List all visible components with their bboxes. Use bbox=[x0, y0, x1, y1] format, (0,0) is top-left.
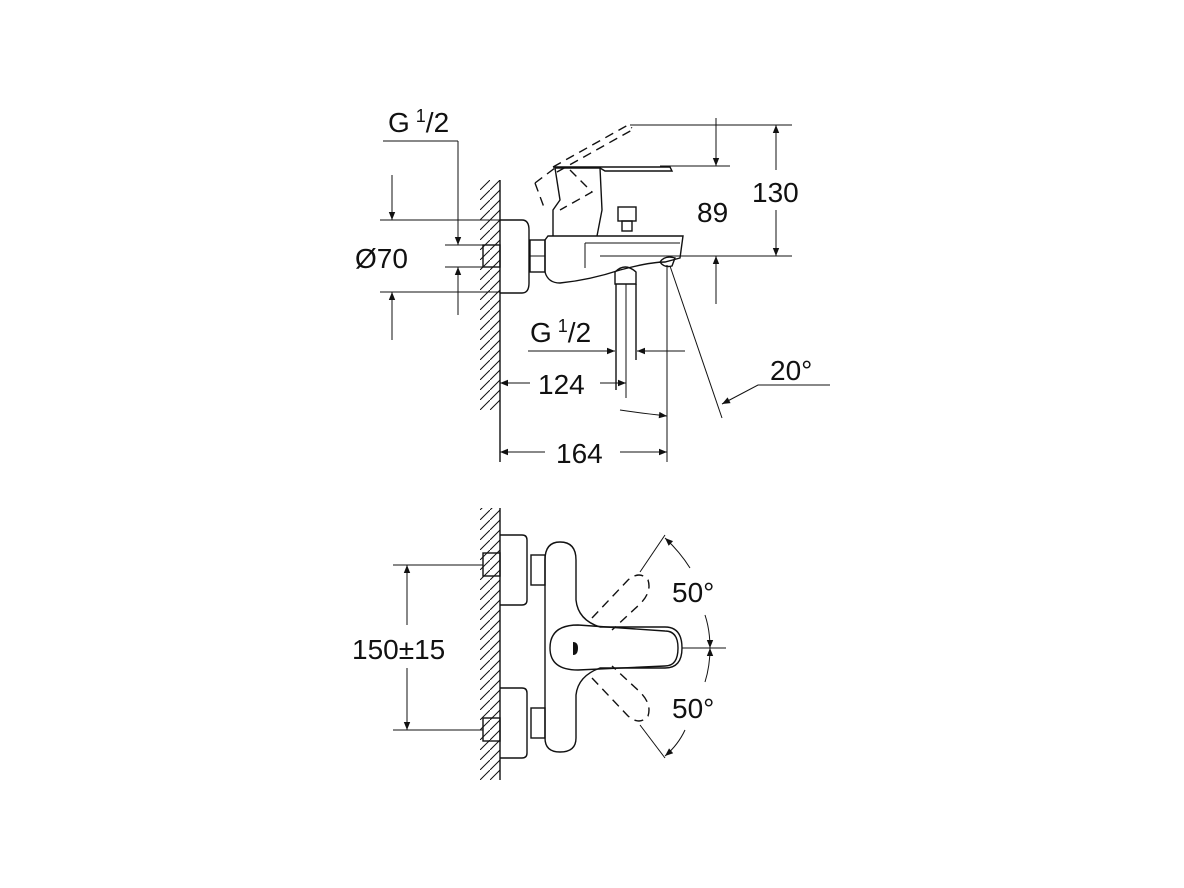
nut-bottom bbox=[530, 707, 546, 739]
wall-flange bbox=[500, 219, 530, 294]
angle-up-label: 50° bbox=[672, 577, 714, 608]
hose-connector bbox=[614, 266, 637, 285]
wall-hatching bbox=[480, 180, 500, 410]
diameter-label: Ø70 bbox=[355, 243, 408, 274]
diverter-knob bbox=[617, 206, 637, 222]
lever-indicator bbox=[573, 642, 578, 655]
angle-down-label: 50° bbox=[672, 693, 714, 724]
mixer-body bbox=[544, 541, 683, 753]
dim-164: 164 bbox=[556, 438, 603, 469]
lever bbox=[549, 624, 679, 671]
cartridge bbox=[552, 167, 603, 237]
dim-124: 124 bbox=[538, 369, 585, 400]
lever-raised-outline bbox=[534, 167, 594, 211]
dim-130: 130 bbox=[752, 177, 799, 208]
dim-89: 89 bbox=[697, 197, 728, 228]
lever bbox=[553, 166, 674, 172]
spacing-label: 150±15 bbox=[352, 634, 445, 665]
lever-down-outline bbox=[591, 665, 650, 722]
spout-outlet bbox=[659, 256, 676, 268]
nut-top bbox=[530, 554, 546, 586]
flange-bottom bbox=[500, 687, 528, 759]
lever-up-outline bbox=[591, 574, 650, 631]
mixer-body bbox=[544, 235, 684, 284]
flange-top bbox=[500, 534, 528, 606]
inlet-connector bbox=[482, 244, 501, 268]
angle-20-label: 20° bbox=[770, 355, 812, 386]
front-view: 50° 50° 150±15 bbox=[352, 508, 726, 780]
